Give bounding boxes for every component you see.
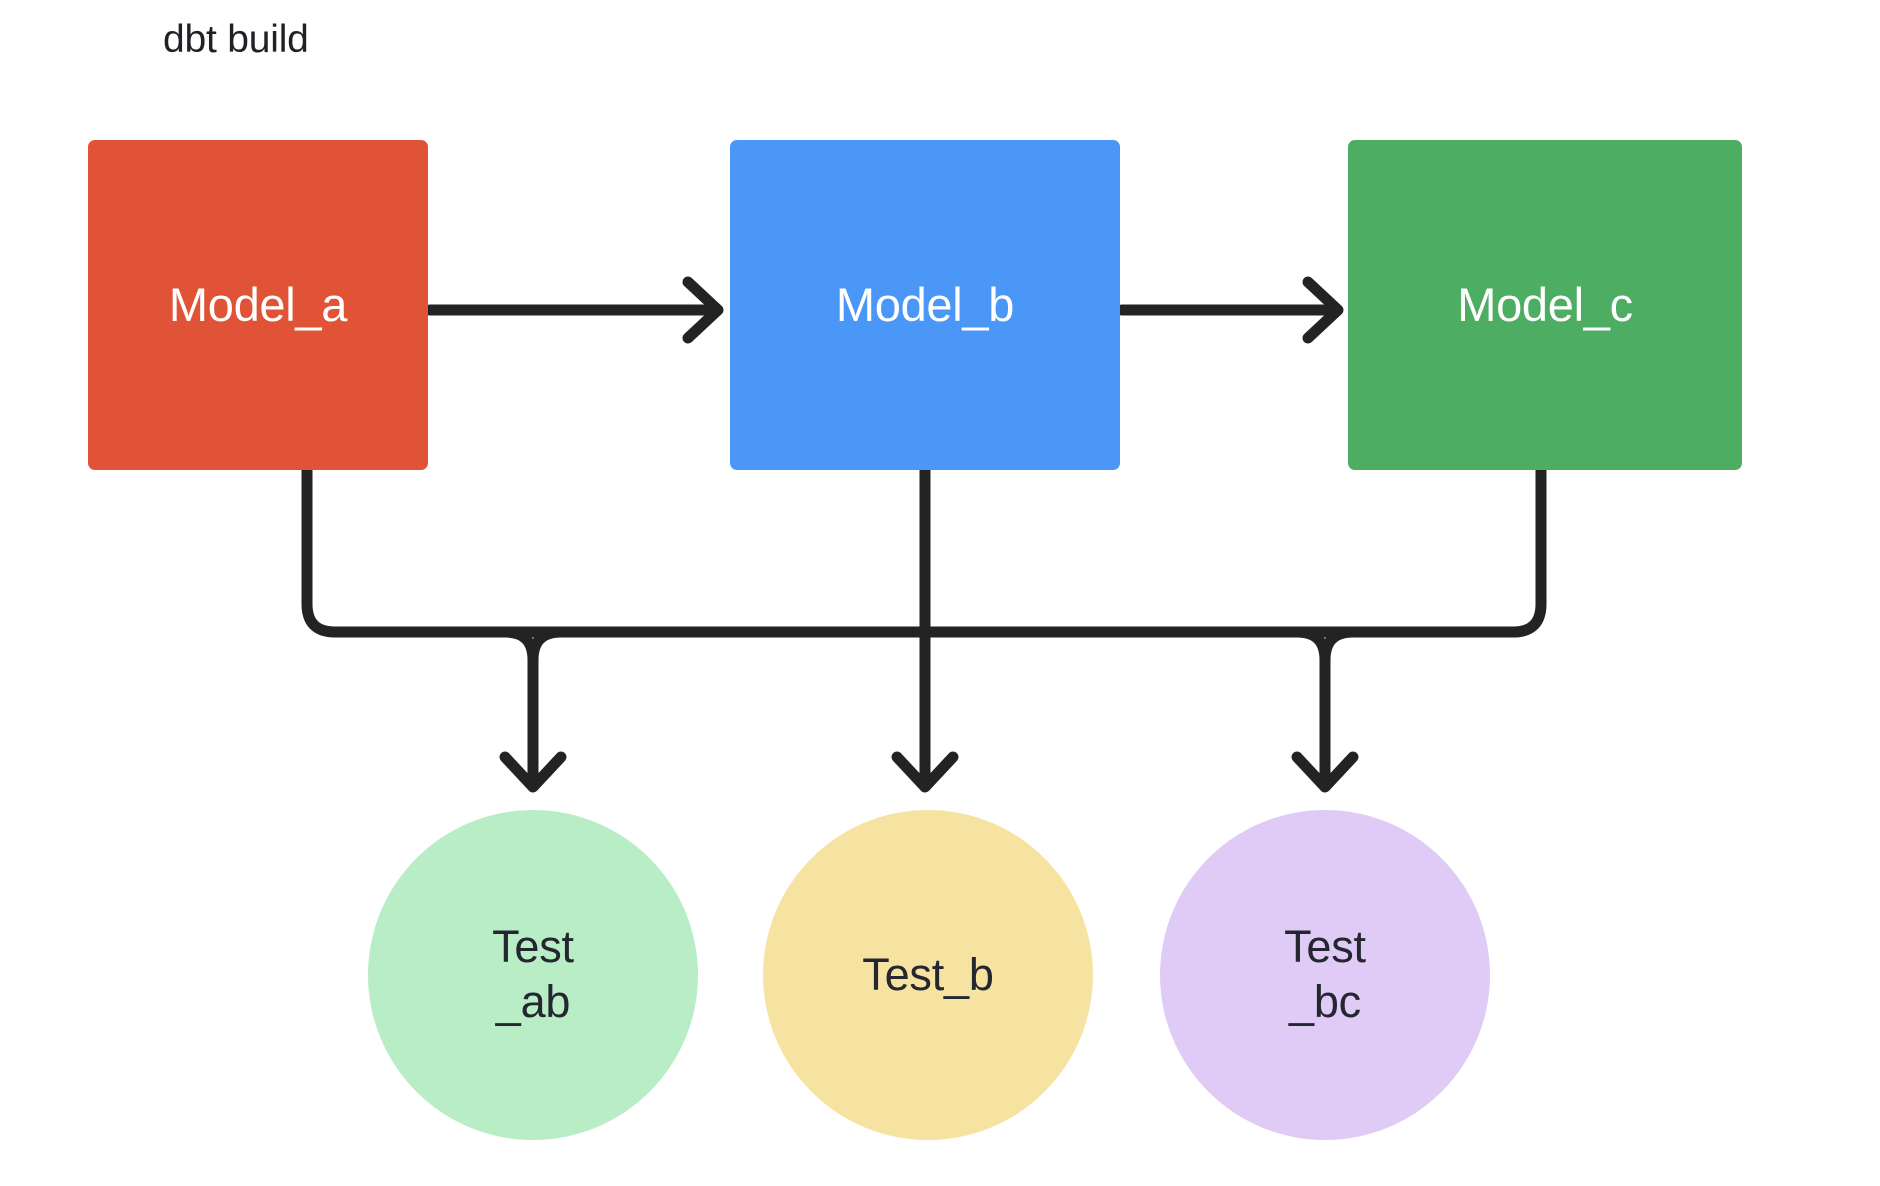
node-test-ab-label: Test _ab xyxy=(492,921,574,1027)
edge-model-a-to-model-b xyxy=(424,276,724,344)
arrowhead-icon xyxy=(1302,276,1344,344)
edge-branch-test-b xyxy=(891,464,959,793)
arrowhead-icon xyxy=(682,276,724,344)
edge-model-b-to-model-c xyxy=(1116,276,1344,344)
arrowhead-icon xyxy=(891,751,959,793)
arrowhead-icon xyxy=(1291,751,1359,793)
diagram-title: dbt build xyxy=(163,18,309,61)
edge-branch-test-ab xyxy=(499,626,567,793)
edge-model-a-to-test-ab xyxy=(301,464,539,638)
arrowhead-icon xyxy=(499,751,567,793)
node-model-c[interactable]: Model_c xyxy=(1348,140,1742,470)
node-model-b[interactable]: Model_b xyxy=(730,140,1120,470)
node-test-b[interactable]: Test_b xyxy=(763,810,1093,1140)
node-model-c-label: Model_c xyxy=(1457,278,1633,332)
node-model-a-label: Model_a xyxy=(168,278,348,332)
node-model-a[interactable]: Model_a xyxy=(88,140,428,470)
node-test-bc[interactable]: Test _bc xyxy=(1160,810,1490,1140)
node-test-b-label: Test_b xyxy=(862,948,994,1000)
node-test-ab[interactable]: Test _ab xyxy=(368,810,698,1140)
node-model-b-label: Model_b xyxy=(835,278,1015,332)
node-test-bc-label: Test _bc xyxy=(1284,921,1366,1027)
edge-model-c-to-test-bc xyxy=(1319,464,1547,638)
edge-branch-test-bc xyxy=(1291,626,1359,793)
